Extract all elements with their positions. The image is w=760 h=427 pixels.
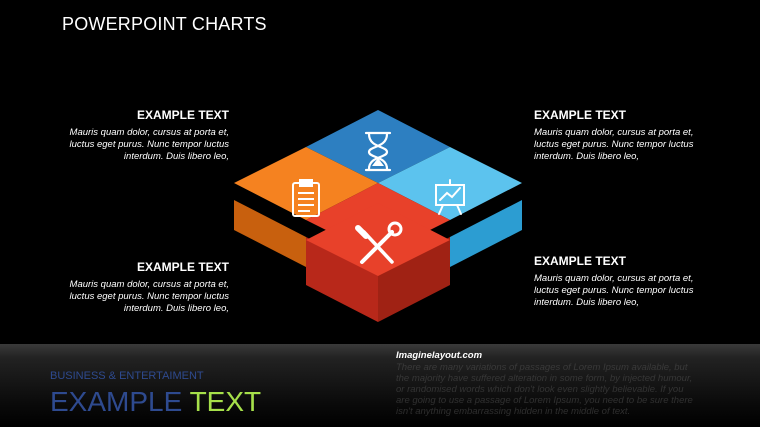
presentation-board-icon <box>435 179 465 215</box>
block-body: Mauris quam dolor, cursus at porta et, l… <box>534 273 694 308</box>
block-heading: EXAMPLE TEXT <box>136 260 229 274</box>
block-body: Mauris quam dolor, cursus at porta et, l… <box>69 279 229 314</box>
footer-big-title: EXAMPLE TEXT <box>50 386 261 418</box>
footer-paragraph: There are many variations of passages of… <box>396 362 693 417</box>
text-block-top-left: EXAMPLE TEXT Mauris quam dolor, cursus a… <box>64 108 229 163</box>
block-body: Mauris quam dolor, cursus at porta et, l… <box>534 127 694 162</box>
text-block-top-right: EXAMPLE TEXT Mauris quam dolor, cursus a… <box>534 108 699 163</box>
hourglass-icon <box>364 131 392 172</box>
block-heading: EXAMPLE TEXT <box>534 108 627 122</box>
clipboard-tile-side <box>234 200 306 267</box>
text-block-bottom-right: EXAMPLE TEXT Mauris quam dolor, cursus a… <box>534 254 699 309</box>
tools-tile-top <box>306 203 450 276</box>
presentation-tile-side <box>450 200 522 267</box>
tools-tile-side-right <box>378 237 450 322</box>
footer-site: Imaginelayout.com <box>396 350 483 361</box>
wrench-screwdriver-icon <box>355 221 403 264</box>
tools-tile-side-left <box>306 237 378 322</box>
block-heading: EXAMPLE TEXT <box>136 108 229 122</box>
footer-bar: BUSINESS & ENTERTAIMENT EXAMPLE TEXT Ima… <box>0 344 760 427</box>
clipboard-icon <box>292 179 320 217</box>
footer-big-word1: EXAMPLE <box>50 386 183 417</box>
text-block-bottom-left: EXAMPLE TEXT Mauris quam dolor, cursus a… <box>64 260 229 315</box>
footer-big-word2: TEXT <box>189 386 262 417</box>
block-body: Mauris quam dolor, cursus at porta et, l… <box>69 127 229 162</box>
page-title: POWERPOINT CHARTS <box>62 14 267 34</box>
block-heading: EXAMPLE TEXT <box>534 254 627 268</box>
footer-subtitle: BUSINESS & ENTERTAIMENT <box>50 370 204 382</box>
